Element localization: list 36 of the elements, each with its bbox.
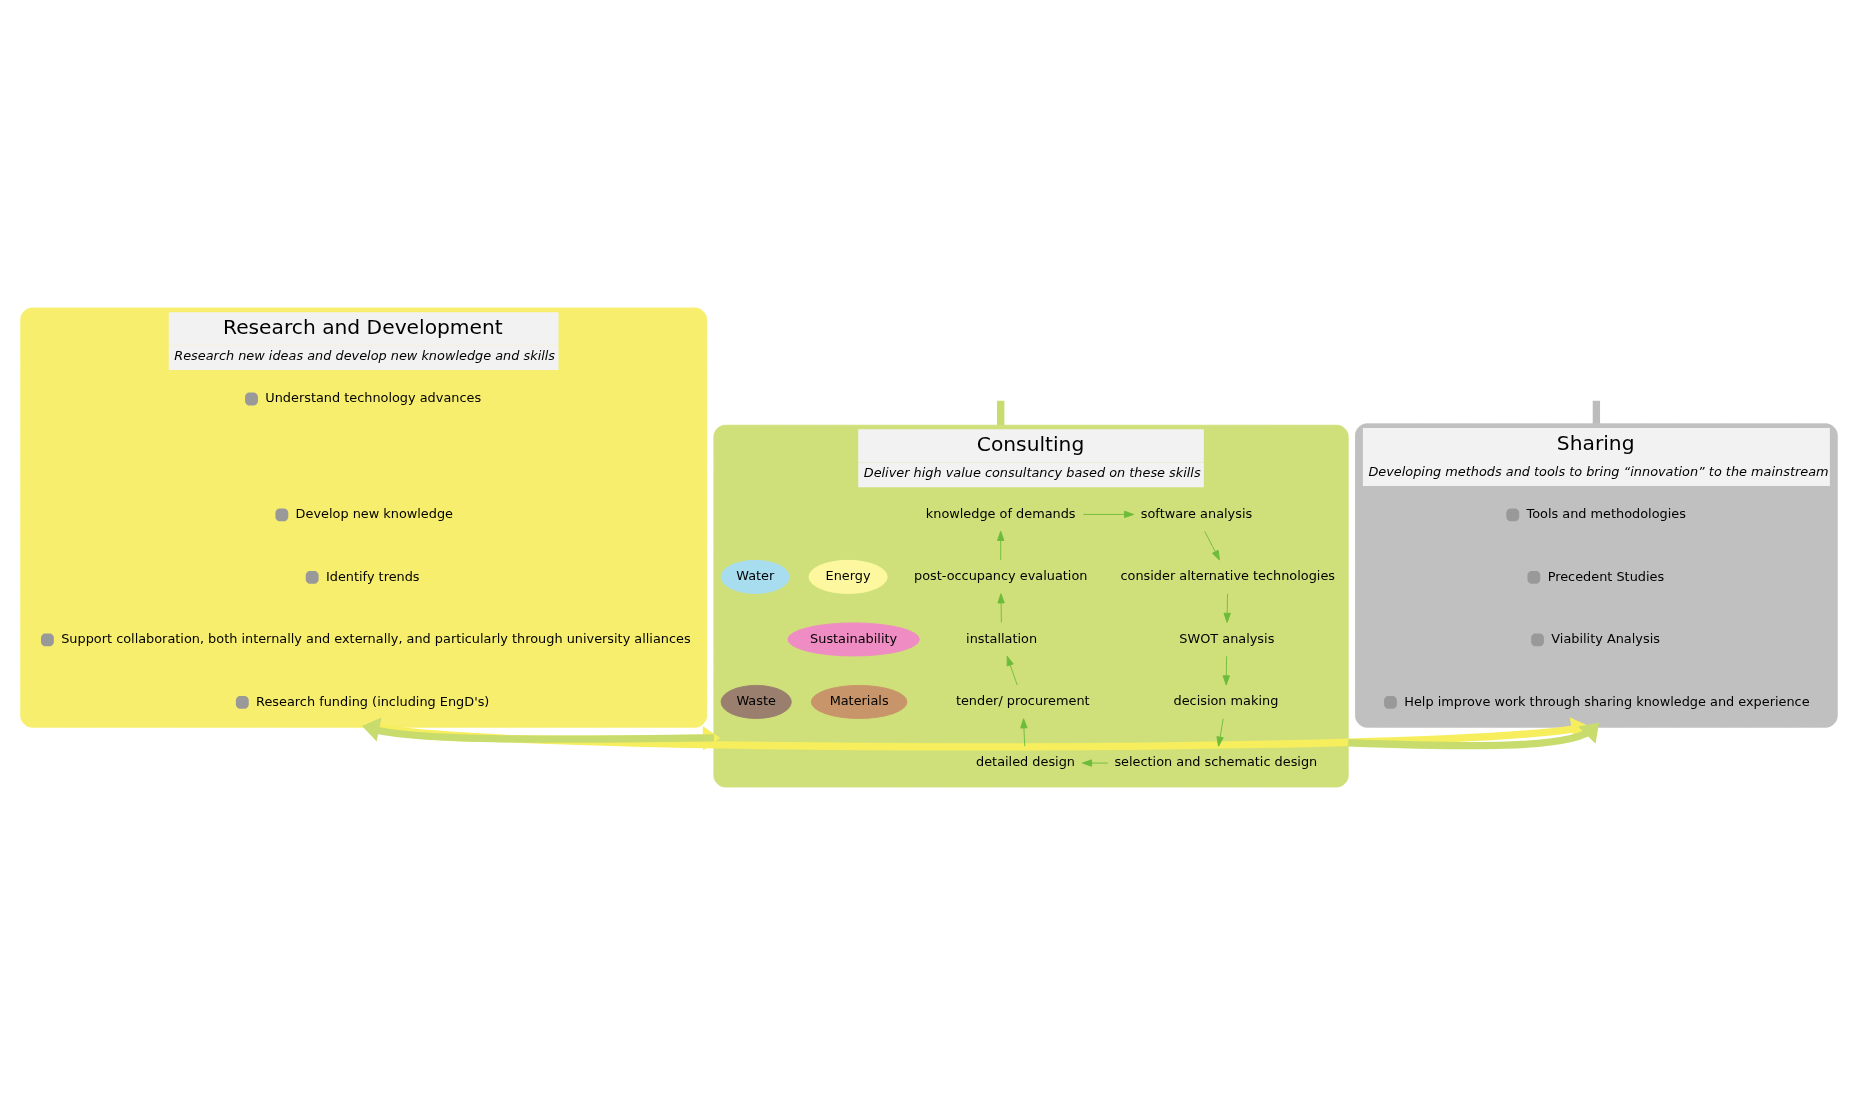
- node-label: Identify trends: [325, 568, 420, 584]
- arrow: [1020, 717, 1028, 747]
- node-ellipse: Materials: [810, 684, 908, 719]
- node-label: Precedent Studies: [1547, 568, 1665, 584]
- node-text: selection and schematic design: [1114, 753, 1318, 769]
- node-label: Tools and methodologies: [1526, 505, 1686, 521]
- arrow: [1222, 655, 1230, 685]
- arrow: [1082, 510, 1135, 518]
- node-text: SWOT analysis: [1179, 630, 1275, 646]
- node-ellipse: Water: [720, 559, 790, 594]
- node-label: Research funding (including EngD's): [256, 693, 490, 709]
- node-text: decision making: [1173, 692, 1279, 708]
- node-label: Viability Analysis: [1551, 630, 1660, 646]
- node-label: Develop new knowledge: [295, 505, 454, 521]
- node-ellipse: Sustainability: [787, 621, 920, 656]
- arrow: [997, 592, 1005, 623]
- node-ellipse: Energy: [808, 559, 888, 594]
- arrow: [361, 716, 714, 743]
- node-ellipse: Waste: [720, 684, 792, 719]
- node-text: consider alternative technologies: [1120, 567, 1336, 583]
- node-label: Help improve work through sharing knowledge and experience: [1404, 693, 1810, 709]
- arrow: [997, 530, 1005, 560]
- arrow: [1216, 717, 1224, 747]
- node-text: tender/ procurement: [955, 692, 1090, 708]
- arrow: [1204, 530, 1220, 560]
- arrow: [1223, 592, 1231, 623]
- node-text: software analysis: [1140, 505, 1253, 521]
- node-text: installation: [966, 630, 1038, 646]
- node-text: knowledge of demands: [925, 505, 1076, 521]
- node-text: detailed design: [976, 753, 1076, 769]
- node-label: Understand technology advances: [265, 389, 482, 405]
- arrow: [1081, 758, 1109, 767]
- node-label: Support collaboration, both internally and externally, and particularly through university alliances: [61, 630, 691, 646]
- arrow: [1006, 655, 1018, 685]
- arrow: [1348, 722, 1600, 749]
- node-text: post-occupancy evaluation: [913, 567, 1088, 583]
